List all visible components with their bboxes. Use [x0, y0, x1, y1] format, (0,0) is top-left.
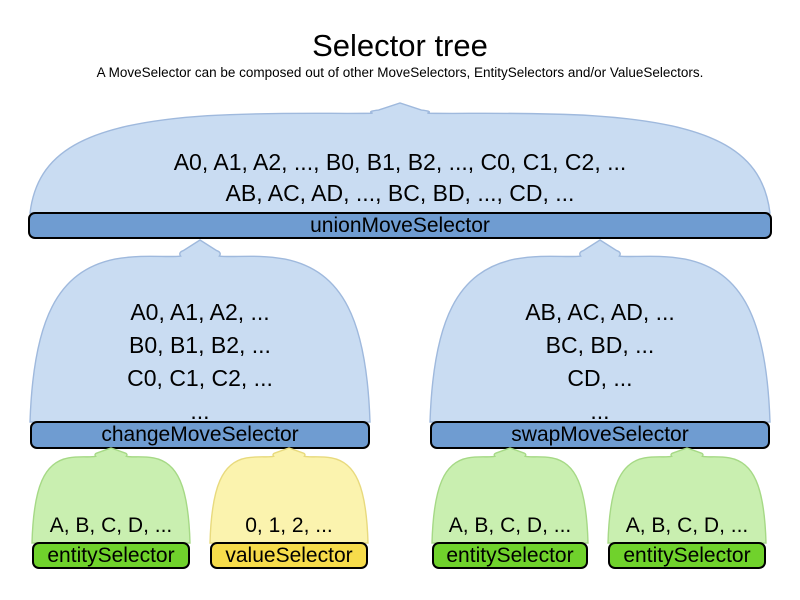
cloud-text-line: A, B, C, D, ... [49, 514, 173, 537]
union-cloud-arrow-shape [30, 103, 770, 213]
value-selector-bar: valueSelector [210, 542, 368, 569]
change-move-selector-bar: changeMoveSelector [30, 421, 370, 449]
cloud-path [30, 240, 370, 422]
entity-selector-bar-right: entitySelector [608, 542, 766, 569]
cloud-text-line: A, B, C, D, ... [625, 514, 749, 537]
diagram-title: Selector tree [312, 28, 488, 63]
union-move-selector-bar: unionMoveSelector [28, 212, 772, 239]
entity-left-cloud-arrow-shape [32, 448, 190, 543]
swap-move-selector-bar: swapMoveSelector [430, 421, 770, 449]
cloud-path [608, 448, 766, 543]
cloud-path [30, 103, 770, 213]
swap-cloud-text: AB, AC, AD, ... BC, BD, ... CD, ... ... [430, 296, 770, 428]
change-cloud-arrow-shape [30, 240, 370, 422]
entity-mid-cloud-arrow-shape [432, 448, 588, 543]
cloud-text-line: AB, AC, AD, ... [525, 299, 675, 325]
cloud-path [210, 448, 368, 543]
entity-mid-cloud-text: A, B, C, D, ... [432, 515, 588, 537]
entity-selector-bar-middle: entitySelector [432, 542, 588, 569]
cloud-text-line: A0, A1, A2, ... [130, 299, 270, 325]
cloud-text-line: C0, C1, C2, ... [127, 365, 273, 391]
value-cloud-text: 0, 1, 2, ... [210, 515, 368, 537]
cloud-text-line: ... [590, 398, 610, 424]
entity-right-cloud-arrow-shape [608, 448, 766, 543]
cloud-text-line: ... [190, 398, 210, 424]
change-cloud-text: A0, A1, A2, ... B0, B1, B2, ... C0, C1, … [30, 296, 370, 428]
cloud-text-line: BC, BD, ... [545, 332, 655, 358]
cloud-text-line: A, B, C, D, ... [448, 514, 572, 537]
cloud-path [432, 448, 588, 543]
cloud-text-line: A0, A1, A2, ..., B0, B1, B2, ..., C0, C1… [173, 149, 627, 175]
union-cloud-text: A0, A1, A2, ..., B0, B1, B2, ..., C0, C1… [30, 147, 770, 209]
entity-left-cloud-text: A, B, C, D, ... [32, 515, 190, 537]
cloud-text-line: AB, AC, AD, ..., BC, BD, ..., CD, ... [225, 180, 575, 206]
entity-right-cloud-text: A, B, C, D, ... [608, 515, 766, 537]
cloud-path [430, 240, 770, 422]
swap-cloud-arrow-shape [430, 240, 770, 422]
cloud-text-line: B0, B1, B2, ... [129, 332, 271, 358]
cloud-text-line: CD, ... [567, 365, 633, 391]
entity-selector-bar-left: entitySelector [32, 542, 190, 569]
value-cloud-arrow-shape [210, 448, 368, 543]
cloud-path [32, 448, 190, 543]
cloud-text-line: 0, 1, 2, ... [245, 514, 333, 537]
diagram-subtitle: A MoveSelector can be composed out of ot… [96, 65, 704, 80]
